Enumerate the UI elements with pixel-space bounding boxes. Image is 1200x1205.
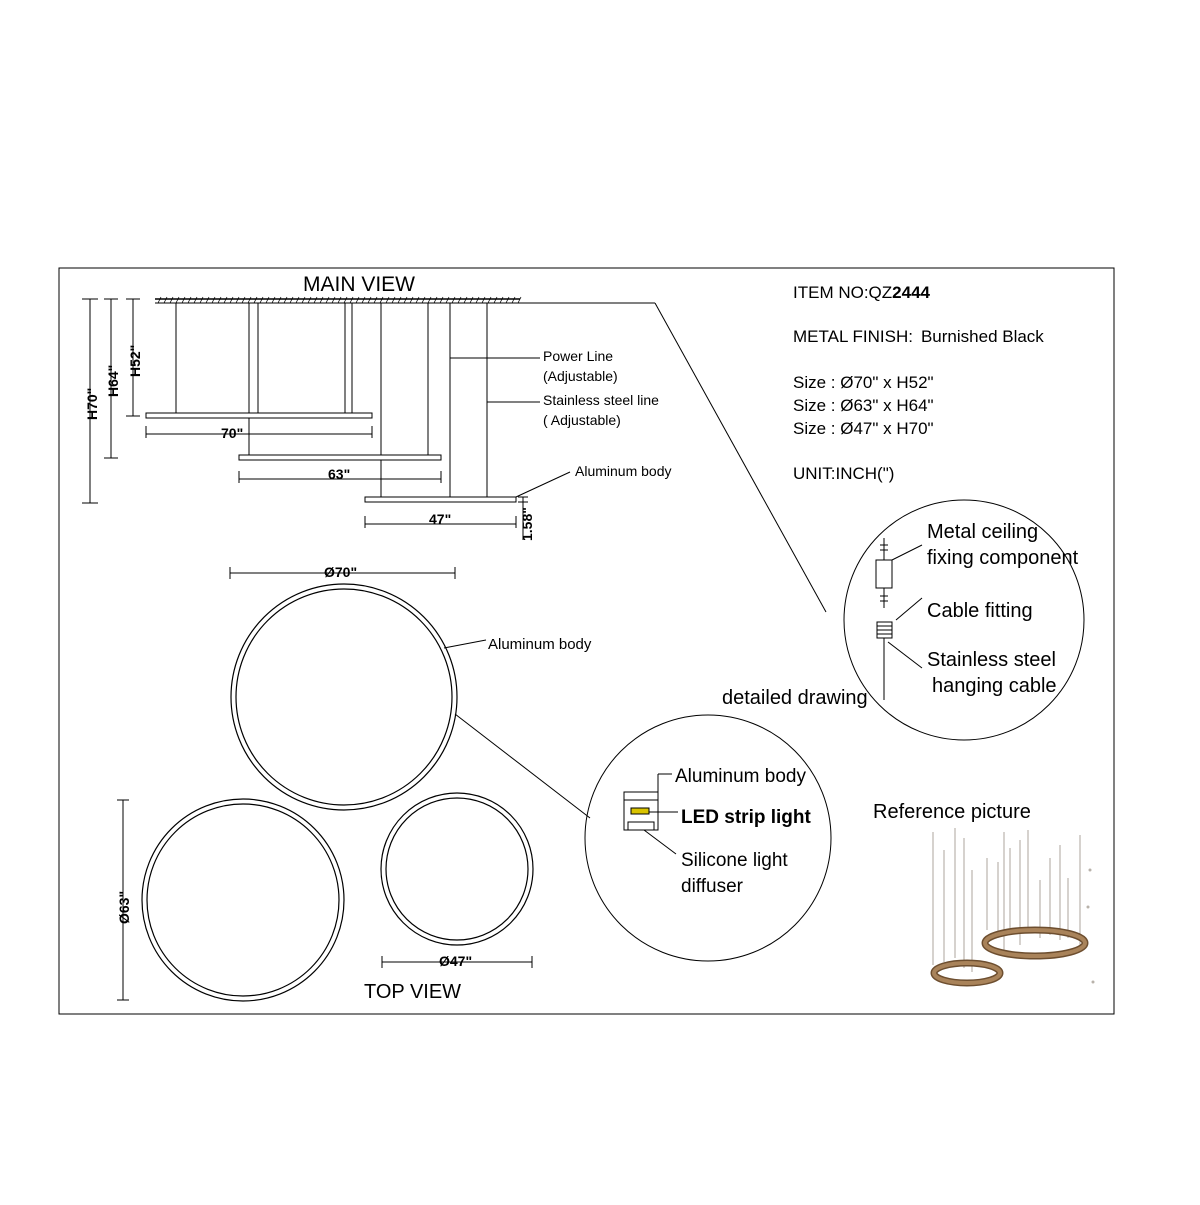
ceiling-plate <box>155 296 522 304</box>
label-power-line: Power Line <box>543 348 613 364</box>
label-hanging-cable: hanging cable <box>932 675 1057 697</box>
height-dimensions <box>82 298 140 504</box>
dim-d47: Ø47" <box>439 953 472 969</box>
drawing-frame <box>58 267 1115 1015</box>
label-aluminum-body-top: Aluminum body <box>488 636 592 653</box>
label-aluminum-body-profile: Aluminum body <box>675 766 806 787</box>
top-view-title: TOP VIEW <box>364 981 461 1003</box>
dim-h64: H64" <box>105 365 121 397</box>
ring-47-side <box>364 496 517 503</box>
led-strip-icon <box>630 807 650 815</box>
label-steel-line: Stainless steel line <box>543 392 659 408</box>
label-silicone-light: Silicone light <box>681 850 788 871</box>
dim-d63: Ø63" <box>116 891 132 924</box>
unit-label: UNIT:INCH(") <box>793 464 894 483</box>
dim-w70: 70" <box>221 425 243 441</box>
ring-63-side <box>238 454 442 461</box>
ring-47-top <box>380 792 534 946</box>
top-aluminum-leader <box>443 639 487 649</box>
profile-detail-leader <box>454 713 591 819</box>
label-power-line-adjustable: (Adjustable) <box>543 368 618 384</box>
item-number: ITEM NO:QZ2444 <box>793 283 931 302</box>
hanging-cables <box>175 303 488 497</box>
ring-70-top <box>230 583 458 811</box>
profile-section-icon <box>623 791 659 831</box>
ring-70-side <box>145 412 373 419</box>
main-view-title: MAIN VIEW <box>303 273 415 296</box>
reference-picture-title: Reference picture <box>873 801 1031 823</box>
profile-detail-leaders <box>643 773 678 855</box>
label-metal-ceiling: Metal ceiling <box>927 521 1038 543</box>
ceiling-fixing-icon <box>875 538 893 608</box>
size-line-3: Size : Ø47" x H70" <box>793 419 934 438</box>
size-line-1: Size : Ø70" x H52" <box>793 373 934 392</box>
label-led-strip: LED strip light <box>681 807 812 828</box>
label-steel-line-adjustable: ( Adjustable) <box>543 412 621 428</box>
ring-63-top <box>141 798 345 1002</box>
dim-d70: Ø70" <box>324 564 357 580</box>
label-fixing-component: fixing component <box>927 547 1079 569</box>
top-view-rings <box>141 583 534 1002</box>
reference-picture <box>930 828 1095 987</box>
label-stainless-steel: Stainless steel <box>927 649 1056 671</box>
label-aluminum-body-side: Aluminum body <box>575 463 672 479</box>
width-dimensions <box>145 426 528 540</box>
cable-fitting-icon <box>876 621 893 700</box>
dim-h70: H70" <box>84 388 100 420</box>
top-view-dimensions <box>117 567 533 1001</box>
ring-side-views <box>145 412 517 503</box>
dim-w63: 63" <box>328 466 350 482</box>
metal-finish: METAL FINISH:Burnished Black <box>793 327 1044 346</box>
main-view-leaders <box>450 357 571 498</box>
dim-w47: 47" <box>429 511 451 527</box>
ceiling-detail-leaders <box>887 544 923 669</box>
label-cable-fitting: Cable fitting <box>927 600 1033 622</box>
dim-thickness: 1.58" <box>519 507 535 541</box>
ceiling-detail-circle <box>843 499 1085 741</box>
dim-h52: H52" <box>127 345 143 377</box>
size-line-2: Size : Ø63" x H64" <box>793 396 934 415</box>
detailed-drawing-title: detailed drawing <box>722 687 868 709</box>
label-diffuser: diffuser <box>681 876 744 897</box>
profile-detail-circle <box>584 714 832 962</box>
